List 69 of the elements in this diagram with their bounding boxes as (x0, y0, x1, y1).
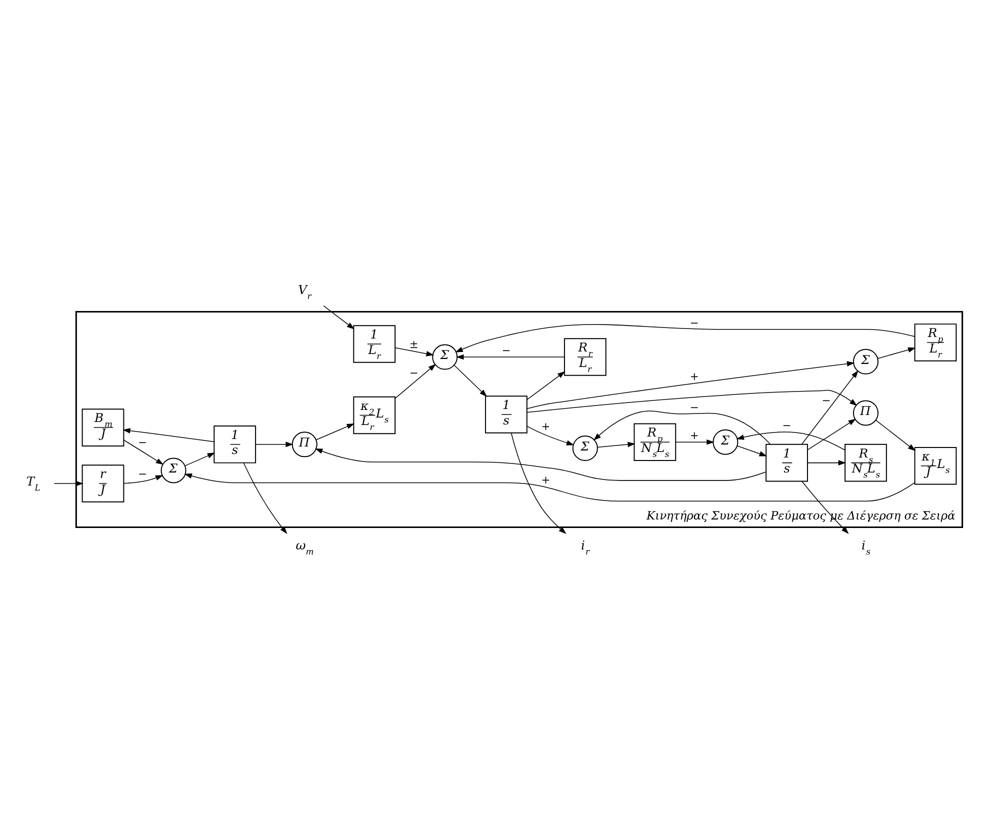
node-text: V$_{r}$ (298, 282, 312, 301)
edge-label: + (690, 370, 699, 383)
arrow (54, 480, 84, 486)
node-box: r J (82, 464, 124, 502)
node-box: R$_{s}$ N$_{s}$L$_{s}$ (844, 443, 887, 482)
arrow (593, 410, 771, 444)
edge-label: + (690, 428, 699, 442)
node-circle: Σ (572, 434, 598, 460)
arrow (255, 441, 294, 447)
edge-label: − (409, 366, 418, 379)
edge-label: − (690, 400, 699, 414)
edge-label: − (822, 393, 831, 406)
node-box: 1 L$_{r}$ (353, 324, 396, 362)
node-circle: Σ (852, 348, 878, 374)
edge-label: ± (409, 337, 418, 350)
arrow (184, 452, 216, 466)
arrow (243, 462, 288, 534)
arrow (526, 360, 855, 408)
arrow (122, 428, 215, 442)
node-text: i$_{s}$ (862, 538, 870, 556)
arrow (316, 422, 354, 440)
arrow (876, 419, 916, 451)
arrow (675, 438, 714, 444)
arrow (801, 370, 858, 444)
node-text: i$_{r}$ (580, 538, 590, 556)
node-circle: Π (852, 400, 878, 426)
arrow (323, 304, 354, 329)
node-circle: Σ (432, 344, 458, 370)
node-box: 1 s (214, 425, 256, 463)
arrow (314, 448, 766, 480)
edge-label: − (138, 436, 147, 449)
node-box: R$_{p}$ L$_{r}$ (914, 323, 957, 361)
arrow (455, 324, 915, 352)
node-circle: Σ (712, 428, 738, 454)
arrow (454, 364, 488, 396)
node-box: 1 s (485, 395, 528, 433)
node-box: R$_{r}$ L$_{r}$ (564, 338, 606, 376)
edge-label: + (541, 473, 550, 486)
arrow (526, 370, 566, 400)
arrow (510, 432, 566, 534)
node-box: B$_{m}$ J (82, 408, 124, 446)
node-text: T$_{L}$ (26, 474, 40, 492)
node-circle: Σ (160, 457, 186, 483)
node-box: κ$_{2}$L$_{s}$ L$_{r}$ (353, 396, 396, 434)
arrow (736, 431, 846, 450)
edge-label: + (541, 420, 550, 432)
arrow (394, 346, 434, 356)
arrow (802, 480, 849, 534)
arrow (394, 363, 436, 398)
node-box: R$_{p}$ N$_{s}$L$_{s}$ (634, 422, 676, 460)
arrow (877, 346, 916, 358)
arrow (807, 418, 856, 450)
arrow (597, 441, 636, 448)
arrow (807, 460, 846, 465)
arrow (123, 439, 164, 464)
arrow (526, 389, 858, 412)
node-box: 1 s (766, 443, 808, 482)
node-circle: Π (292, 431, 318, 457)
arrow (736, 445, 768, 456)
node-text: ω$_{m}$ (296, 538, 314, 556)
arrow (456, 354, 565, 360)
arrow (184, 472, 915, 502)
arrow (123, 474, 164, 484)
edge-label: − (782, 418, 792, 432)
edge-label: − (138, 467, 147, 480)
edge-label: − (502, 344, 511, 357)
edge-label: − (690, 316, 699, 330)
node-box: κ$_{1}$ L$_{s}$ J (914, 446, 957, 484)
arrow (526, 425, 574, 445)
